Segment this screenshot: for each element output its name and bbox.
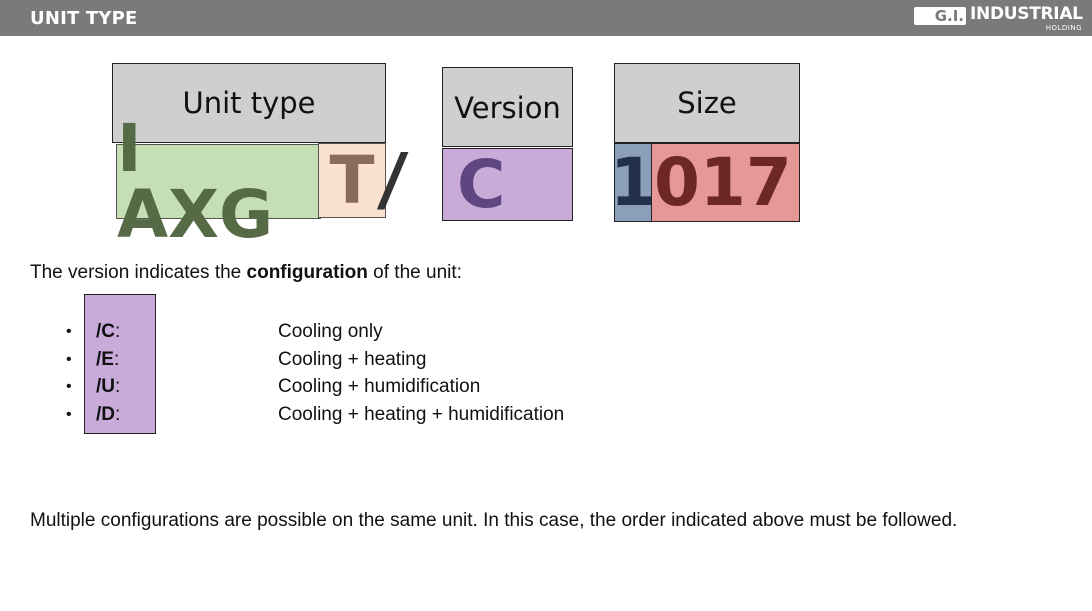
config-code-value: /E (96, 348, 114, 370)
size-header: Size (614, 63, 800, 143)
header-bar: UNIT TYPE G.I. INDUSTRIAL HOLDING (0, 0, 1092, 36)
logo-subtitle: HOLDING (1045, 24, 1082, 32)
description-suffix: of the unit: (367, 262, 462, 283)
version-code-highlight (84, 294, 156, 434)
config-description: Cooling + heating + humidification (278, 403, 565, 425)
unit-code-segment: I AXG (116, 115, 321, 247)
version-code-segment: C (442, 148, 573, 221)
unit-type-header: Unit type (112, 63, 386, 143)
size-rest-segment: 017 (651, 143, 800, 222)
config-code-colon: : (115, 403, 121, 425)
config-code-colon: : (113, 348, 120, 370)
logo-mark: G.I. (914, 7, 966, 25)
config-code-value: /D (96, 403, 115, 425)
bullet: • (66, 323, 72, 340)
config-code: /D: (96, 401, 120, 429)
config-description: Cooling + humidification (278, 376, 481, 397)
config-description: Cooling only (278, 321, 383, 342)
page-title: UNIT TYPE (30, 8, 138, 29)
description-prefix: The version indicates the (30, 262, 247, 283)
bullet: • (66, 350, 72, 368)
size-first-digit-segment: 1 (610, 143, 656, 222)
config-code-colon: : (115, 376, 121, 397)
config-code: /E: (96, 346, 119, 374)
company-logo: G.I. INDUSTRIAL HOLDING (914, 4, 1084, 34)
t-code-segment: T (318, 143, 386, 218)
ordering-note: Multiple configurations are possible on … (30, 510, 958, 531)
config-description: Cooling + heating (278, 348, 427, 370)
bullet: • (66, 405, 72, 423)
logo-name: INDUSTRIAL (970, 4, 1083, 24)
bullet: • (66, 378, 72, 395)
version-header: Version (442, 67, 573, 147)
config-code-value: /C (96, 321, 115, 342)
config-code: /C: (96, 318, 120, 346)
version-description: The version indicates the configuration … (30, 262, 462, 284)
logo-mark-text: G.I. (934, 7, 964, 25)
config-code-value: /U (96, 376, 115, 397)
config-code-colon: : (115, 321, 121, 342)
description-bold: configuration (246, 262, 368, 283)
config-code: /U: (96, 373, 120, 401)
